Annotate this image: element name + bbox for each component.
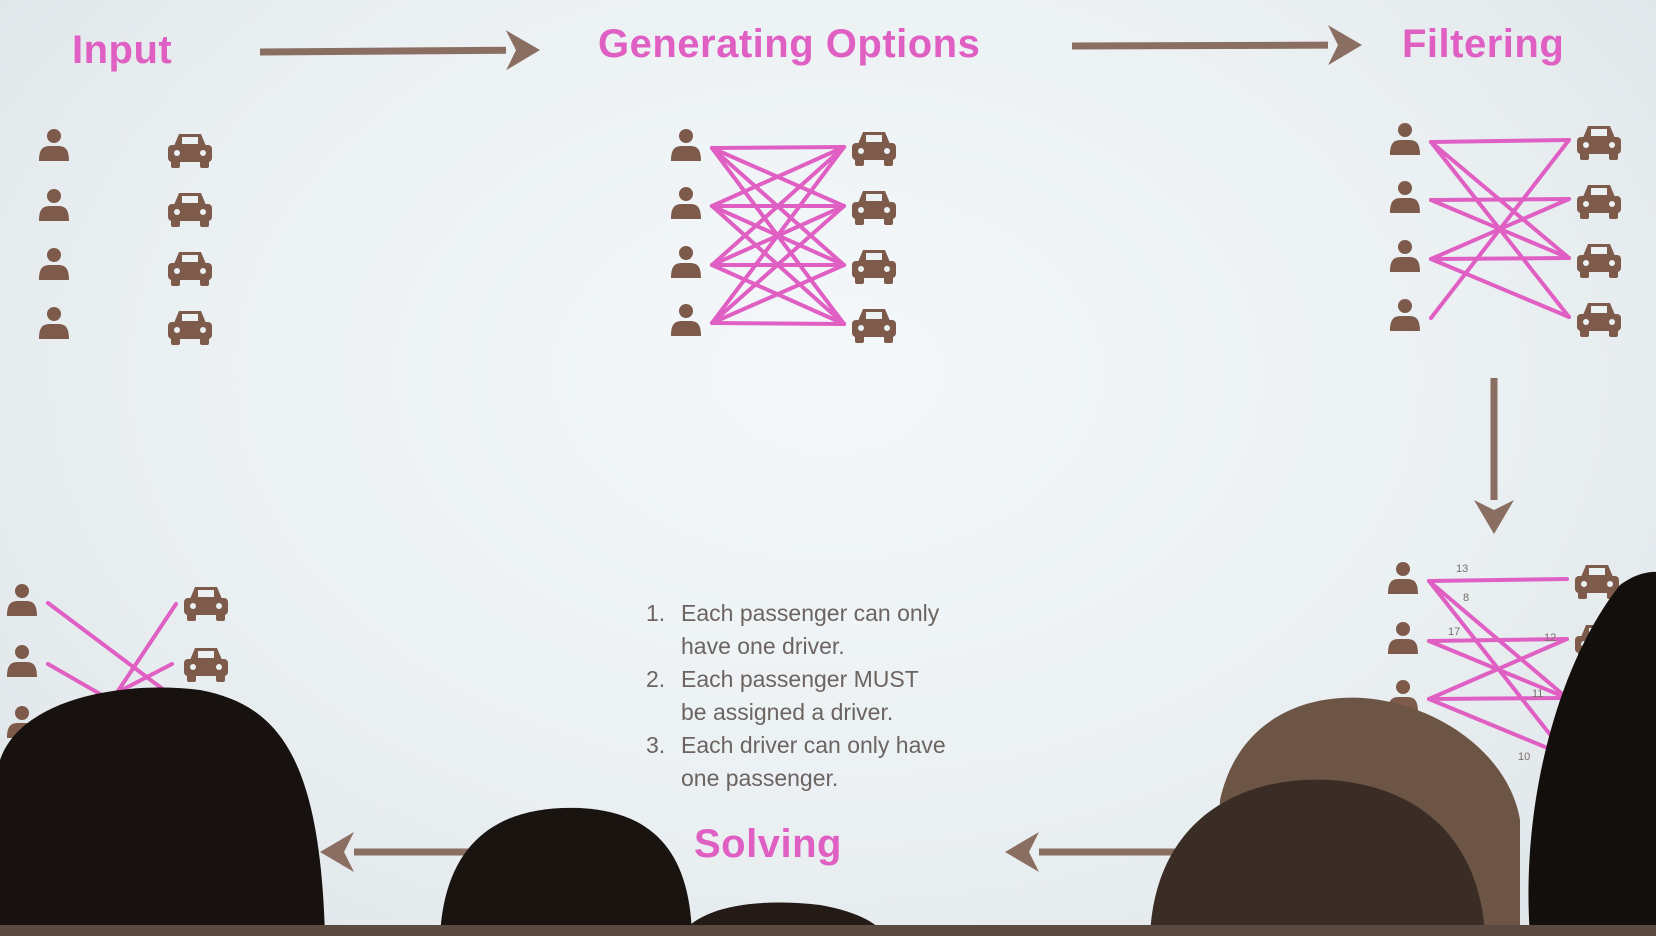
car-icon: [184, 648, 228, 682]
assignment-edge: [1429, 257, 1571, 319]
constraint-list: 1.Each passenger can only have one drive…: [646, 597, 946, 795]
assignment-edge: [1427, 637, 1569, 643]
arrow-icon: [1005, 832, 1180, 872]
assignment-edge: [710, 145, 846, 267]
person-icon: [671, 304, 701, 336]
stage-title-generating-options: Generating Options: [598, 22, 981, 66]
constraint-item: 3.Each driver can only have one passenge…: [646, 732, 946, 791]
person-icon: [39, 129, 69, 161]
assignment-edge: [1427, 637, 1569, 701]
assignment-edge: [710, 263, 846, 325]
edge-weight-label: 12: [1544, 632, 1556, 644]
constraint-item: 2.Each passenger MUST be assigned a driv…: [646, 666, 919, 725]
person-icon: [1388, 562, 1418, 594]
assignment-edge: [110, 602, 178, 702]
audience-head: [1150, 779, 1485, 936]
person-icon: [7, 584, 37, 616]
assignment-edge: [1429, 138, 1571, 320]
assignment-edge: [1427, 696, 1569, 701]
stage-edge: [0, 925, 1656, 936]
assignment-edge: [116, 662, 174, 694]
assignment-edge: [46, 601, 166, 692]
audience-head: [1528, 571, 1656, 936]
stage-title-filtering: Filtering: [1402, 22, 1565, 66]
constraint-item: 1.Each passenger can only have one drive…: [646, 600, 940, 659]
assignment-edge: [1427, 697, 1569, 758]
assignment-edge: [1429, 138, 1571, 144]
person-icon: [39, 248, 69, 280]
car-icon: [852, 250, 896, 284]
assignment-edge: [710, 145, 846, 325]
car-icon: [168, 134, 212, 168]
car-icon: [1577, 244, 1621, 278]
assignment-edge: [710, 145, 846, 208]
person-icon: [671, 246, 701, 278]
car-icon: [1577, 185, 1621, 219]
person-icon: [39, 189, 69, 221]
car-icon: [852, 132, 896, 166]
car-icon: [168, 311, 212, 345]
arrow-icon: [320, 832, 470, 872]
car-icon: [852, 191, 896, 225]
arrow-icon: [259, 30, 540, 71]
car-icon: [1575, 565, 1619, 599]
car-icon: [852, 309, 896, 343]
stage-title-input: Input: [72, 28, 173, 72]
arrow-icon: [1474, 378, 1514, 534]
person-icon: [671, 129, 701, 161]
person-icon: [39, 307, 69, 339]
audience-head: [0, 687, 325, 936]
person-icon: [1390, 181, 1420, 213]
person-icon: [1390, 123, 1420, 155]
edge-weight-label: 10: [1518, 751, 1530, 763]
stage-title-solving: Solving: [694, 822, 842, 866]
person-icon: [1388, 622, 1418, 654]
car-icon: [168, 193, 212, 227]
person-icon: [7, 645, 37, 677]
car-icon: [184, 587, 228, 621]
assignment-edge: [710, 321, 846, 326]
edge-weight-label: 11: [1532, 688, 1543, 700]
person-icon: [671, 187, 701, 219]
arrow-icon: [1071, 25, 1362, 66]
assignment-edge: [1429, 256, 1571, 261]
person-icon: [1390, 299, 1420, 331]
car-icon: [1577, 126, 1621, 160]
edge-weight-label: 8: [1463, 592, 1469, 604]
assignment-edge: [1427, 577, 1569, 583]
car-icon: [1577, 303, 1621, 337]
person-icon: [1390, 240, 1420, 272]
assignment-edge: [1429, 197, 1571, 202]
assignment-edge: [710, 145, 846, 150]
assignment-edge: [710, 204, 846, 325]
edge-weight-label: 13: [1456, 563, 1468, 575]
edge-weight-label: 17: [1448, 626, 1460, 638]
car-icon: [168, 252, 212, 286]
audience-head: [440, 807, 692, 936]
